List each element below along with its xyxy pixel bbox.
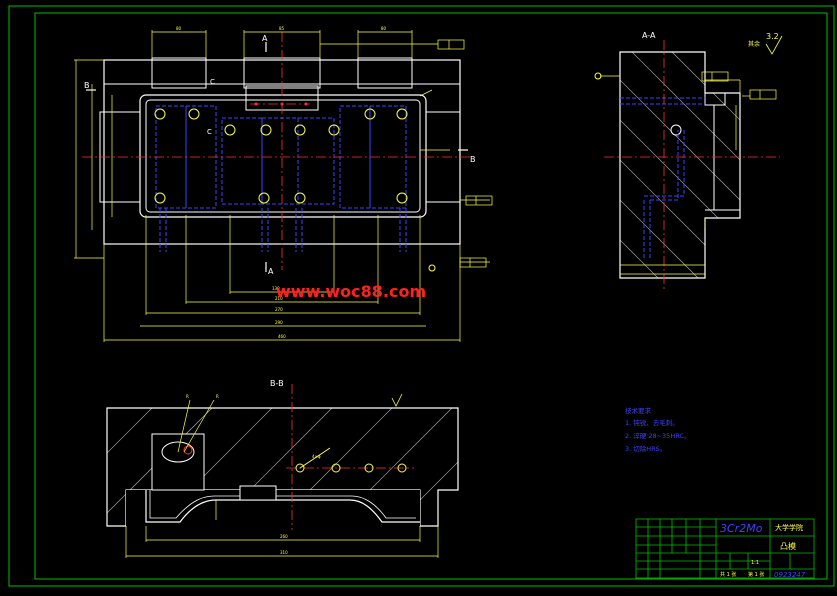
svg-text:130: 130: [272, 286, 280, 291]
svg-text:260: 260: [280, 534, 288, 539]
section-label-b-left: B: [84, 81, 90, 90]
svg-text:270: 270: [275, 307, 283, 312]
section-label-a-bottom: A: [268, 267, 274, 276]
svg-text:210: 210: [275, 296, 283, 301]
svg-text:R: R: [186, 394, 189, 399]
section-label-a-top: A: [262, 34, 268, 43]
svg-text:4×φ: 4×φ: [312, 454, 321, 459]
title-block-sheet-count: 共 1 张: [720, 571, 736, 578]
title-block-part-name: 凸模: [780, 541, 796, 551]
svg-text:其余: 其余: [748, 40, 760, 48]
roughness-symbol-label: 3.2: [766, 32, 779, 41]
svg-text:80: 80: [176, 26, 182, 31]
title-block-page: 第 1 张: [748, 571, 764, 578]
title-block-school: 大学学院: [775, 523, 803, 532]
section-title-bb: B-B: [270, 379, 284, 388]
section-view-aa: 其余: [594, 35, 783, 290]
title-block-scale: 1:1: [751, 560, 759, 566]
title-block: [635, 518, 815, 579]
title-block-material: 3Cr2Mo: [720, 522, 763, 535]
svg-text:290: 290: [275, 320, 283, 325]
section-view-bb: 260 310 R R 4×φ: [106, 384, 459, 558]
tech-requirement-item: 1. 钝锐、去毛刺。: [625, 418, 679, 427]
svg-text:80: 80: [381, 26, 387, 31]
tech-requirements-title: 技术要求: [625, 406, 652, 415]
svg-text:R: R: [216, 394, 219, 399]
outer-frame: [8, 5, 835, 587]
tech-requirement-item: 3. 切除HRS。: [625, 444, 666, 453]
top-view: 80 85 80 130 210 270 290 460: [74, 26, 493, 342]
tech-requirement-item: 2. 淬硬 28~35HRC。: [625, 431, 690, 440]
leader-label-c2: C: [207, 128, 212, 136]
section-title-aa: A-A: [642, 31, 656, 40]
svg-text:460: 460: [278, 334, 286, 339]
leader-label-c1: C: [210, 78, 215, 86]
section-label-b-right: B: [470, 155, 476, 164]
watermark: www.woc88.com: [276, 282, 426, 301]
tech-requirements: 技术要求 1. 钝锐、去毛刺。 2. 淬硬 28~35HRC。 3. 切除HRS…: [625, 406, 690, 453]
inner-frame: [34, 12, 828, 580]
svg-text:85: 85: [279, 26, 285, 31]
title-block-drawing-number: 0923247: [774, 571, 806, 579]
svg-text:310: 310: [280, 550, 288, 555]
